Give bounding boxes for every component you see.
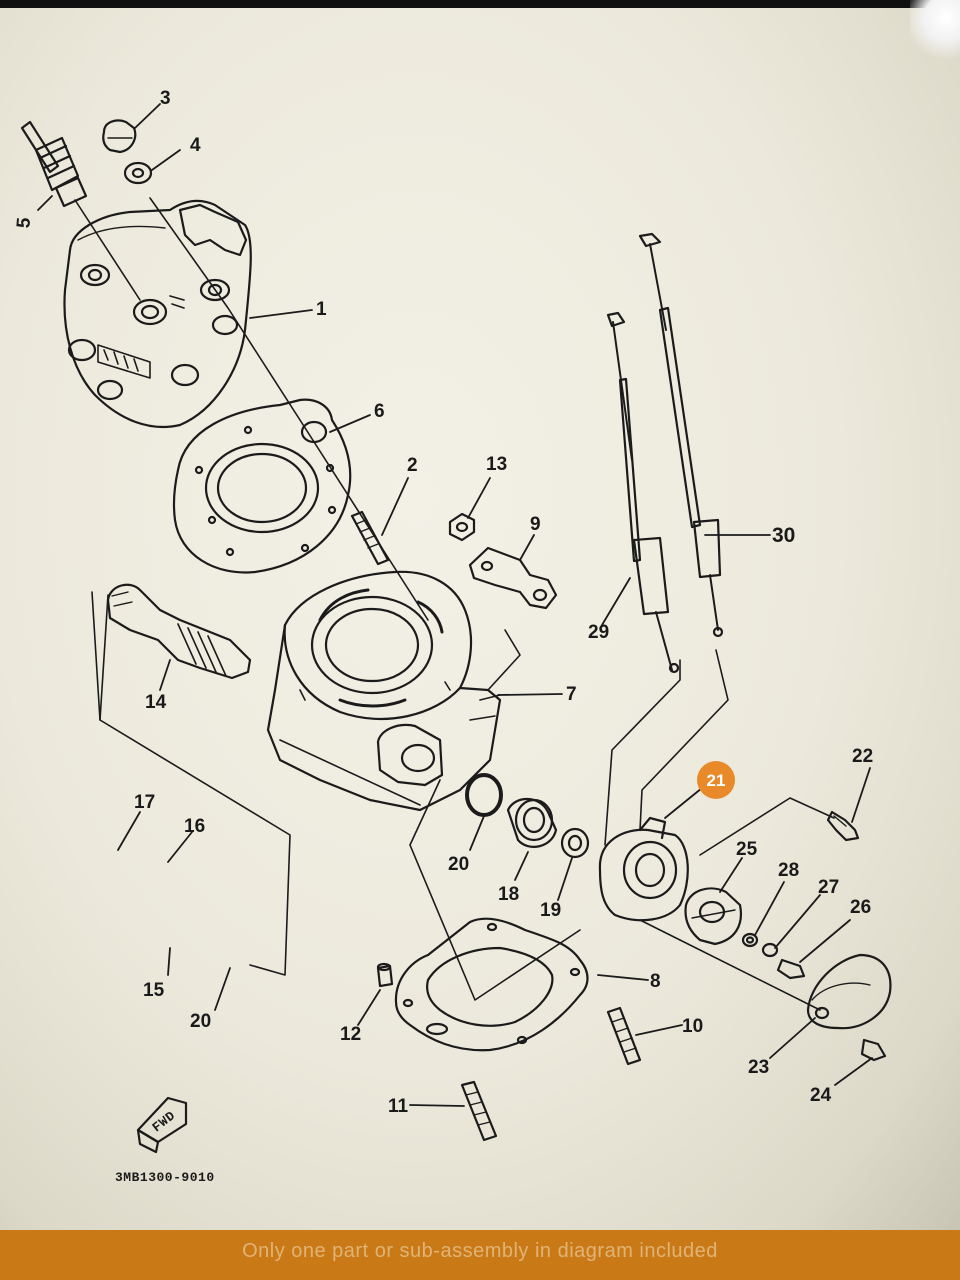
part-cable-29 (606, 311, 680, 674)
assembly-outlines (74, 197, 835, 1011)
callout-17: 17 (134, 792, 155, 813)
parts-diagram: 1 2 3 4 5 6 7 8 9 10 11 12 13 14 15 16 1… (13, 88, 892, 1185)
screen-photo: 1 2 3 4 5 6 7 8 9 10 11 12 13 14 15 16 1… (0, 0, 960, 1230)
part-cap-nut (102, 119, 137, 154)
callout-9: 9 (530, 514, 541, 535)
part-valve-housing (598, 816, 689, 922)
callout-30: 30 (772, 524, 795, 547)
part-bolt-24 (860, 1038, 887, 1062)
footer-note: Only one part or sub-assembly in diagram… (242, 1240, 718, 1262)
callout-20b: 20 (190, 1011, 211, 1032)
part-stud-11 (460, 1080, 498, 1142)
callout-11: 11 (388, 1096, 409, 1117)
highlighted-part-number: 21 (707, 771, 726, 790)
diagram-code: 3MB1300-9010 (115, 1170, 215, 1185)
highlighted-part-badge[interactable]: 21 (697, 761, 735, 799)
part-cylinder-head (63, 199, 252, 429)
part-collar (506, 797, 558, 848)
callout-10: 10 (682, 1016, 703, 1037)
callout-6: 6 (374, 401, 385, 422)
callout-23: 23 (748, 1057, 769, 1078)
footer-bar: Only one part or sub-assembly in diagram… (0, 1230, 960, 1280)
callout-29: 29 (588, 622, 609, 643)
part-spark-plug (20, 120, 88, 208)
callout-16: 16 (184, 816, 205, 837)
part-bolt-27 (761, 942, 779, 958)
callout-27: 27 (818, 877, 839, 898)
callout-labels: 1 2 3 4 5 6 7 8 9 10 11 12 13 14 15 16 1… (13, 88, 873, 1117)
part-dowel (376, 962, 394, 988)
callout-5: 5 (13, 216, 35, 229)
part-nut (448, 512, 476, 542)
part-temp-sender (106, 583, 252, 680)
callout-12: 12 (340, 1024, 361, 1045)
part-stud-bolt (350, 510, 390, 566)
callout-14: 14 (145, 692, 167, 713)
callout-15: 15 (143, 980, 165, 1001)
part-pulley (684, 887, 742, 946)
part-o-ring (465, 773, 503, 817)
part-bolt-26 (776, 958, 806, 980)
part-bracket (468, 546, 558, 610)
callout-4: 4 (190, 135, 201, 156)
fwd-arrow-icon (136, 1096, 188, 1154)
callout-8: 8 (650, 971, 661, 992)
part-base-gasket (394, 917, 589, 1052)
callout-28: 28 (778, 860, 799, 881)
screen-glare (910, 0, 960, 60)
callout-18: 18 (498, 884, 519, 905)
callout-25: 25 (736, 839, 758, 860)
callout-1: 1 (316, 299, 327, 320)
part-screw-22 (826, 810, 860, 842)
callout-19: 19 (540, 900, 561, 921)
callout-22: 22 (852, 746, 873, 767)
callout-26: 26 (850, 897, 871, 918)
part-cover (806, 953, 892, 1030)
callout-2: 2 (407, 455, 418, 476)
part-cable-30 (638, 232, 724, 638)
callout-20a: 20 (448, 854, 469, 875)
part-cylinder (266, 570, 502, 812)
highlight-circle[interactable] (697, 761, 735, 799)
part-washer-28 (741, 932, 759, 948)
part-stud-10 (606, 1006, 642, 1066)
part-washer (123, 161, 153, 185)
callout-3: 3 (160, 88, 171, 109)
part-seal-washer (560, 827, 590, 859)
part-head-gasket (172, 398, 352, 574)
leader-lines (37, 103, 873, 1107)
callout-13: 13 (486, 454, 507, 475)
callout-24: 24 (810, 1085, 832, 1106)
callout-7: 7 (566, 684, 577, 705)
